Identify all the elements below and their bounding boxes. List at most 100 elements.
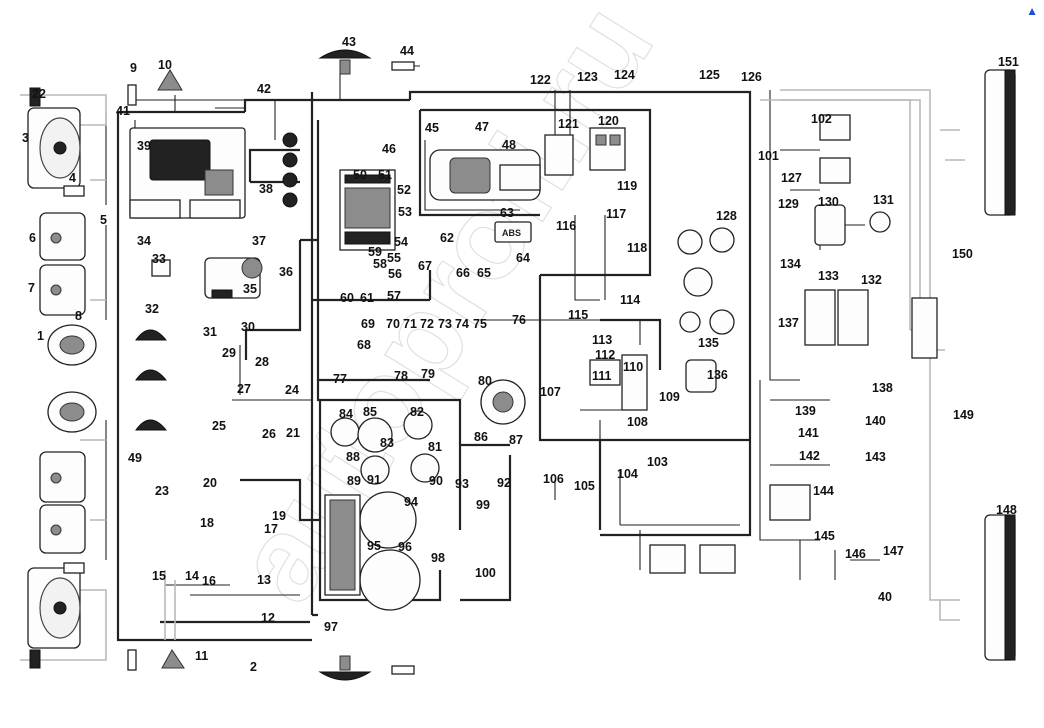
headlamp-top-left xyxy=(27,87,81,189)
callout-label: 141 xyxy=(798,426,819,440)
callout-label: 144 xyxy=(813,484,834,498)
callout-label: 88 xyxy=(346,450,360,464)
callout-label: 1 xyxy=(37,329,44,343)
callout-label: 147 xyxy=(883,544,904,558)
callout-label: 60 xyxy=(340,291,354,305)
callout-label: 38 xyxy=(259,182,273,196)
callout-label: 81 xyxy=(428,440,442,454)
callout-label: 114 xyxy=(620,293,640,307)
small-plugs-left xyxy=(63,185,171,574)
callout-label: 68 xyxy=(357,338,371,352)
callout-label: 47 xyxy=(475,120,489,134)
callout-label: 76 xyxy=(512,313,526,327)
callout-label: 124 xyxy=(614,68,635,82)
callout-label: 58 xyxy=(373,257,387,271)
callout-label: 97 xyxy=(324,620,338,634)
callout-label: 138 xyxy=(872,381,893,395)
callout-label: 40 xyxy=(878,590,892,604)
callout-label: 102 xyxy=(811,112,832,126)
callout-label: 10 xyxy=(158,58,172,72)
callout-label: 56 xyxy=(388,267,402,281)
thin-wires xyxy=(105,60,880,596)
callout-label: 39 xyxy=(137,139,151,153)
callout-label: 66 xyxy=(456,266,470,280)
callout-label: 24 xyxy=(285,383,299,397)
callout-label: 57 xyxy=(387,289,401,303)
callout-label: 95 xyxy=(367,539,381,553)
callout-label: 113 xyxy=(592,333,612,347)
callout-label: 55 xyxy=(387,251,401,265)
callout-label: 104 xyxy=(617,467,638,481)
abs-label: ABS xyxy=(502,228,521,238)
callout-label: 33 xyxy=(152,252,166,266)
callout-label: 29 xyxy=(222,346,236,360)
callout-label: 70 xyxy=(386,317,400,331)
callout-label: 43 xyxy=(342,35,356,49)
rear-lamp-bottom xyxy=(984,514,1016,661)
callout-label: 115 xyxy=(568,308,588,322)
callout-label: 82 xyxy=(410,405,424,419)
callout-label: 151 xyxy=(998,55,1019,69)
callout-label: 91 xyxy=(367,473,381,487)
callout-label: 122 xyxy=(530,73,551,87)
valves-right xyxy=(649,114,891,574)
callout-label: 44 xyxy=(400,44,414,58)
corner-mark: ▲ xyxy=(1026,4,1038,18)
callout-label: 85 xyxy=(363,405,377,419)
callout-label: 2 xyxy=(250,660,257,674)
callout-label: 117 xyxy=(606,207,626,221)
callout-label: 106 xyxy=(543,472,564,486)
callout-label: 12 xyxy=(261,611,275,625)
callout-label: 34 xyxy=(137,234,151,248)
callout-label: 79 xyxy=(421,367,435,381)
callout-label: 150 xyxy=(952,247,973,261)
callout-label: 77 xyxy=(333,372,347,386)
roof-lamps xyxy=(127,49,415,681)
callout-label: 98 xyxy=(431,551,445,565)
callout-label: 146 xyxy=(845,547,866,561)
lamps-33 xyxy=(135,329,168,431)
callout-label: 20 xyxy=(203,476,217,490)
sensors-middle xyxy=(589,227,735,411)
callout-label: 92 xyxy=(497,476,511,490)
rear-lamp-top xyxy=(984,69,1016,216)
callout-label: 126 xyxy=(741,70,762,84)
callout-label: 19 xyxy=(272,509,286,523)
callout-label: 127 xyxy=(781,171,802,185)
callout-label: 5 xyxy=(100,213,107,227)
callout-label: 3 xyxy=(22,131,29,145)
callout-label: 119 xyxy=(617,179,637,193)
callout-label: 65 xyxy=(477,266,491,280)
callout-label: 15 xyxy=(152,569,166,583)
callout-label: 143 xyxy=(865,450,886,464)
callout-label: 129 xyxy=(778,197,799,211)
callout-label: 133 xyxy=(818,269,839,283)
callout-label: 17 xyxy=(264,522,278,536)
callout-label: 67 xyxy=(418,259,432,273)
callout-label: 78 xyxy=(394,369,408,383)
callout-label: 21 xyxy=(286,426,300,440)
starter-motor xyxy=(429,149,541,201)
callout-label: 46 xyxy=(382,142,396,156)
callout-label: 61 xyxy=(360,291,374,305)
callout-label: 93 xyxy=(455,477,469,491)
side-lamps-left xyxy=(39,212,86,554)
callout-label: 130 xyxy=(818,195,839,209)
callout-label: 52 xyxy=(397,183,411,197)
callout-label: 8 xyxy=(75,309,82,323)
callout-label: 11 xyxy=(195,649,208,663)
callout-label: 131 xyxy=(873,193,894,207)
callout-label: 99 xyxy=(476,498,490,512)
callout-label: 145 xyxy=(814,529,835,543)
callout-label: 59 xyxy=(368,245,382,259)
distributor xyxy=(480,379,526,425)
callout-label: 118 xyxy=(627,241,647,255)
grey-wires xyxy=(20,89,965,661)
callout-label: 125 xyxy=(699,68,720,82)
battery-unit xyxy=(129,127,246,219)
callout-label: 62 xyxy=(440,231,454,245)
callout-label: 23 xyxy=(155,484,169,498)
horns-left xyxy=(47,324,97,433)
callout-label: 132 xyxy=(861,273,882,287)
